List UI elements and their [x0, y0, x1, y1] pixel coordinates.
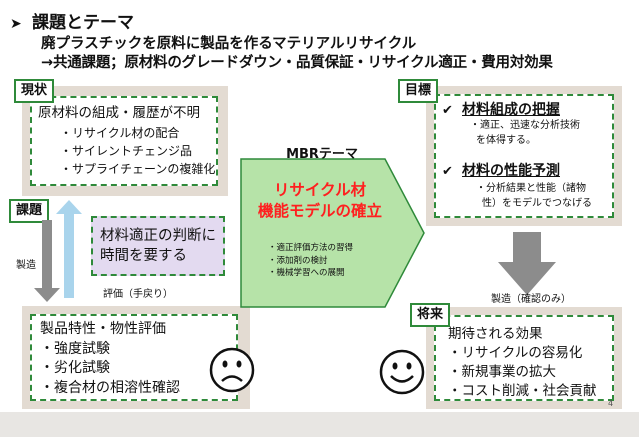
- seizo-label: 製造: [16, 260, 36, 271]
- mokuhyo-item-2: ✔ 材料の性能予測: [442, 160, 560, 180]
- list-item: ・リサイクル材の配合: [60, 126, 180, 140]
- genjo-list: ・リサイクル材の配合 ・サイレントチェンジ品 ・サプライチェーンの複雑化: [60, 124, 215, 178]
- list-item: ・サイレントチェンジ品: [60, 144, 193, 158]
- genjo-tag: 現状: [14, 79, 55, 103]
- triangle-bullet-icon: ➤: [10, 16, 22, 32]
- seizo-kakunin-label: 製造（確認のみ）: [491, 294, 571, 305]
- shorai-text: 期待される効果 ・リサイクルの容易化 ・新規事業の拡大 ・コスト削減・社会貢献: [448, 326, 597, 399]
- shorai-tag: 将来: [410, 303, 451, 327]
- mbr-title: リサイクル材 機能モデルの確立: [257, 181, 382, 220]
- note-text: 材料適正の判断に 時間を要する: [100, 228, 216, 264]
- slide-title: ➤課題とテーマ: [10, 13, 134, 33]
- mokuhyo-item-1-desc: ・適正、迅速な分析技術 を体得する。: [470, 120, 580, 146]
- process-arrows: [34, 200, 82, 302]
- mbr-list: ・適正評価方法の習得 ・添加剤の検討 ・機械学習への展開: [268, 242, 353, 280]
- hyoka-label: 評価（手戻り）: [103, 289, 173, 300]
- mokuhyo-item-2-desc: ・分析結果と性能（諸物 性）をモデルでつなげる: [476, 183, 592, 209]
- footer-bar: [0, 412, 639, 437]
- list-item: ・適正評価方法の習得: [268, 243, 354, 253]
- list-item: ・添加剤の検討: [268, 255, 328, 266]
- genjo-box: [30, 96, 218, 186]
- mokuhyo-box: [434, 94, 614, 218]
- evaluation-up-arrow: [56, 200, 82, 298]
- subtitle-line-2: →共通課題；原材料のグレードダウン・品質保証・リサイクル適正・費用対効果: [41, 55, 553, 71]
- check-icon: ✔: [442, 164, 453, 179]
- manufacturing-down-arrow: [34, 220, 60, 302]
- genjo-title: 原材料の組成・履歴が不明: [38, 105, 200, 121]
- mokuhyo-item-1-title: 材料組成の把握: [462, 102, 560, 118]
- bottom-left-text: 製品特性・物性評価 ・強度試験 ・劣化試験 ・複合材の相溶性確認: [40, 321, 180, 396]
- confirm-down-arrow: [498, 232, 556, 295]
- list-item: ・サプライチェーンの複雑化: [60, 162, 216, 176]
- kadai-tag: 課題: [9, 199, 50, 223]
- sad-face-icon: [209, 347, 255, 393]
- check-icon: ✔: [442, 103, 453, 118]
- smiley-face-icon: [379, 349, 425, 395]
- mokuhyo-item-2-title: 材料の性能予測: [462, 163, 560, 179]
- list-item: ・機械学習への展開: [268, 268, 345, 278]
- page-number: 4: [608, 399, 614, 408]
- note-box: [91, 216, 225, 276]
- mokuhyo-item-1: ✔ 材料組成の把握: [442, 99, 560, 119]
- shorai-box: [434, 315, 614, 401]
- mokuhyo-tag: 目標: [398, 79, 439, 103]
- subtitle-line-1: 廃プラスチックを原料に製品を作るマテリアルリサイクル: [41, 36, 417, 52]
- mbr-arrow-shape: [240, 158, 425, 308]
